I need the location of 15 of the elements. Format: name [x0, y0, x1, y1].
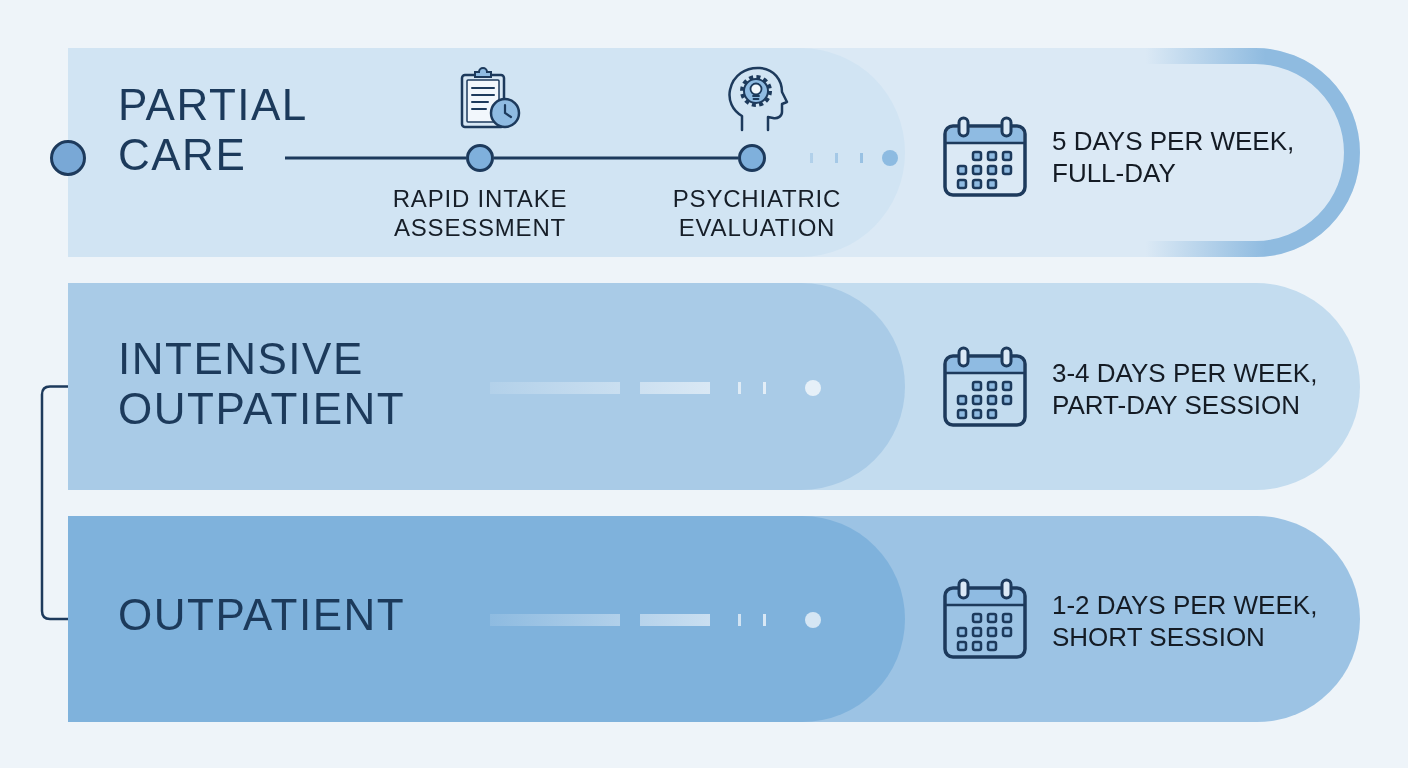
start-dot	[50, 140, 86, 176]
bracket-line	[40, 385, 68, 621]
band-title: PARTIAL CARE	[118, 80, 308, 180]
schedule-text: 1-2 DAYS PER WEEK, SHORT SESSION	[1052, 589, 1319, 653]
timeline-line	[285, 156, 466, 160]
band-title: INTENSIVE OUTPATIENT	[118, 334, 407, 434]
care-level-band	[68, 48, 1360, 257]
schedule-text: 5 DAYS PER WEEK, FULL-DAY	[1052, 125, 1296, 189]
milestone-label: PSYCHIATRIC EVALUATION	[671, 184, 843, 242]
timeline-line	[494, 156, 738, 160]
schedule-text: 3-4 DAYS PER WEEK, PART-DAY SESSION	[1052, 357, 1319, 421]
milestone-label: RAPID INTAKE ASSESSMENT	[391, 184, 569, 242]
care-level-band	[68, 283, 1360, 490]
band-title: OUTPATIENT	[118, 590, 407, 640]
care-level-band	[68, 516, 1360, 722]
